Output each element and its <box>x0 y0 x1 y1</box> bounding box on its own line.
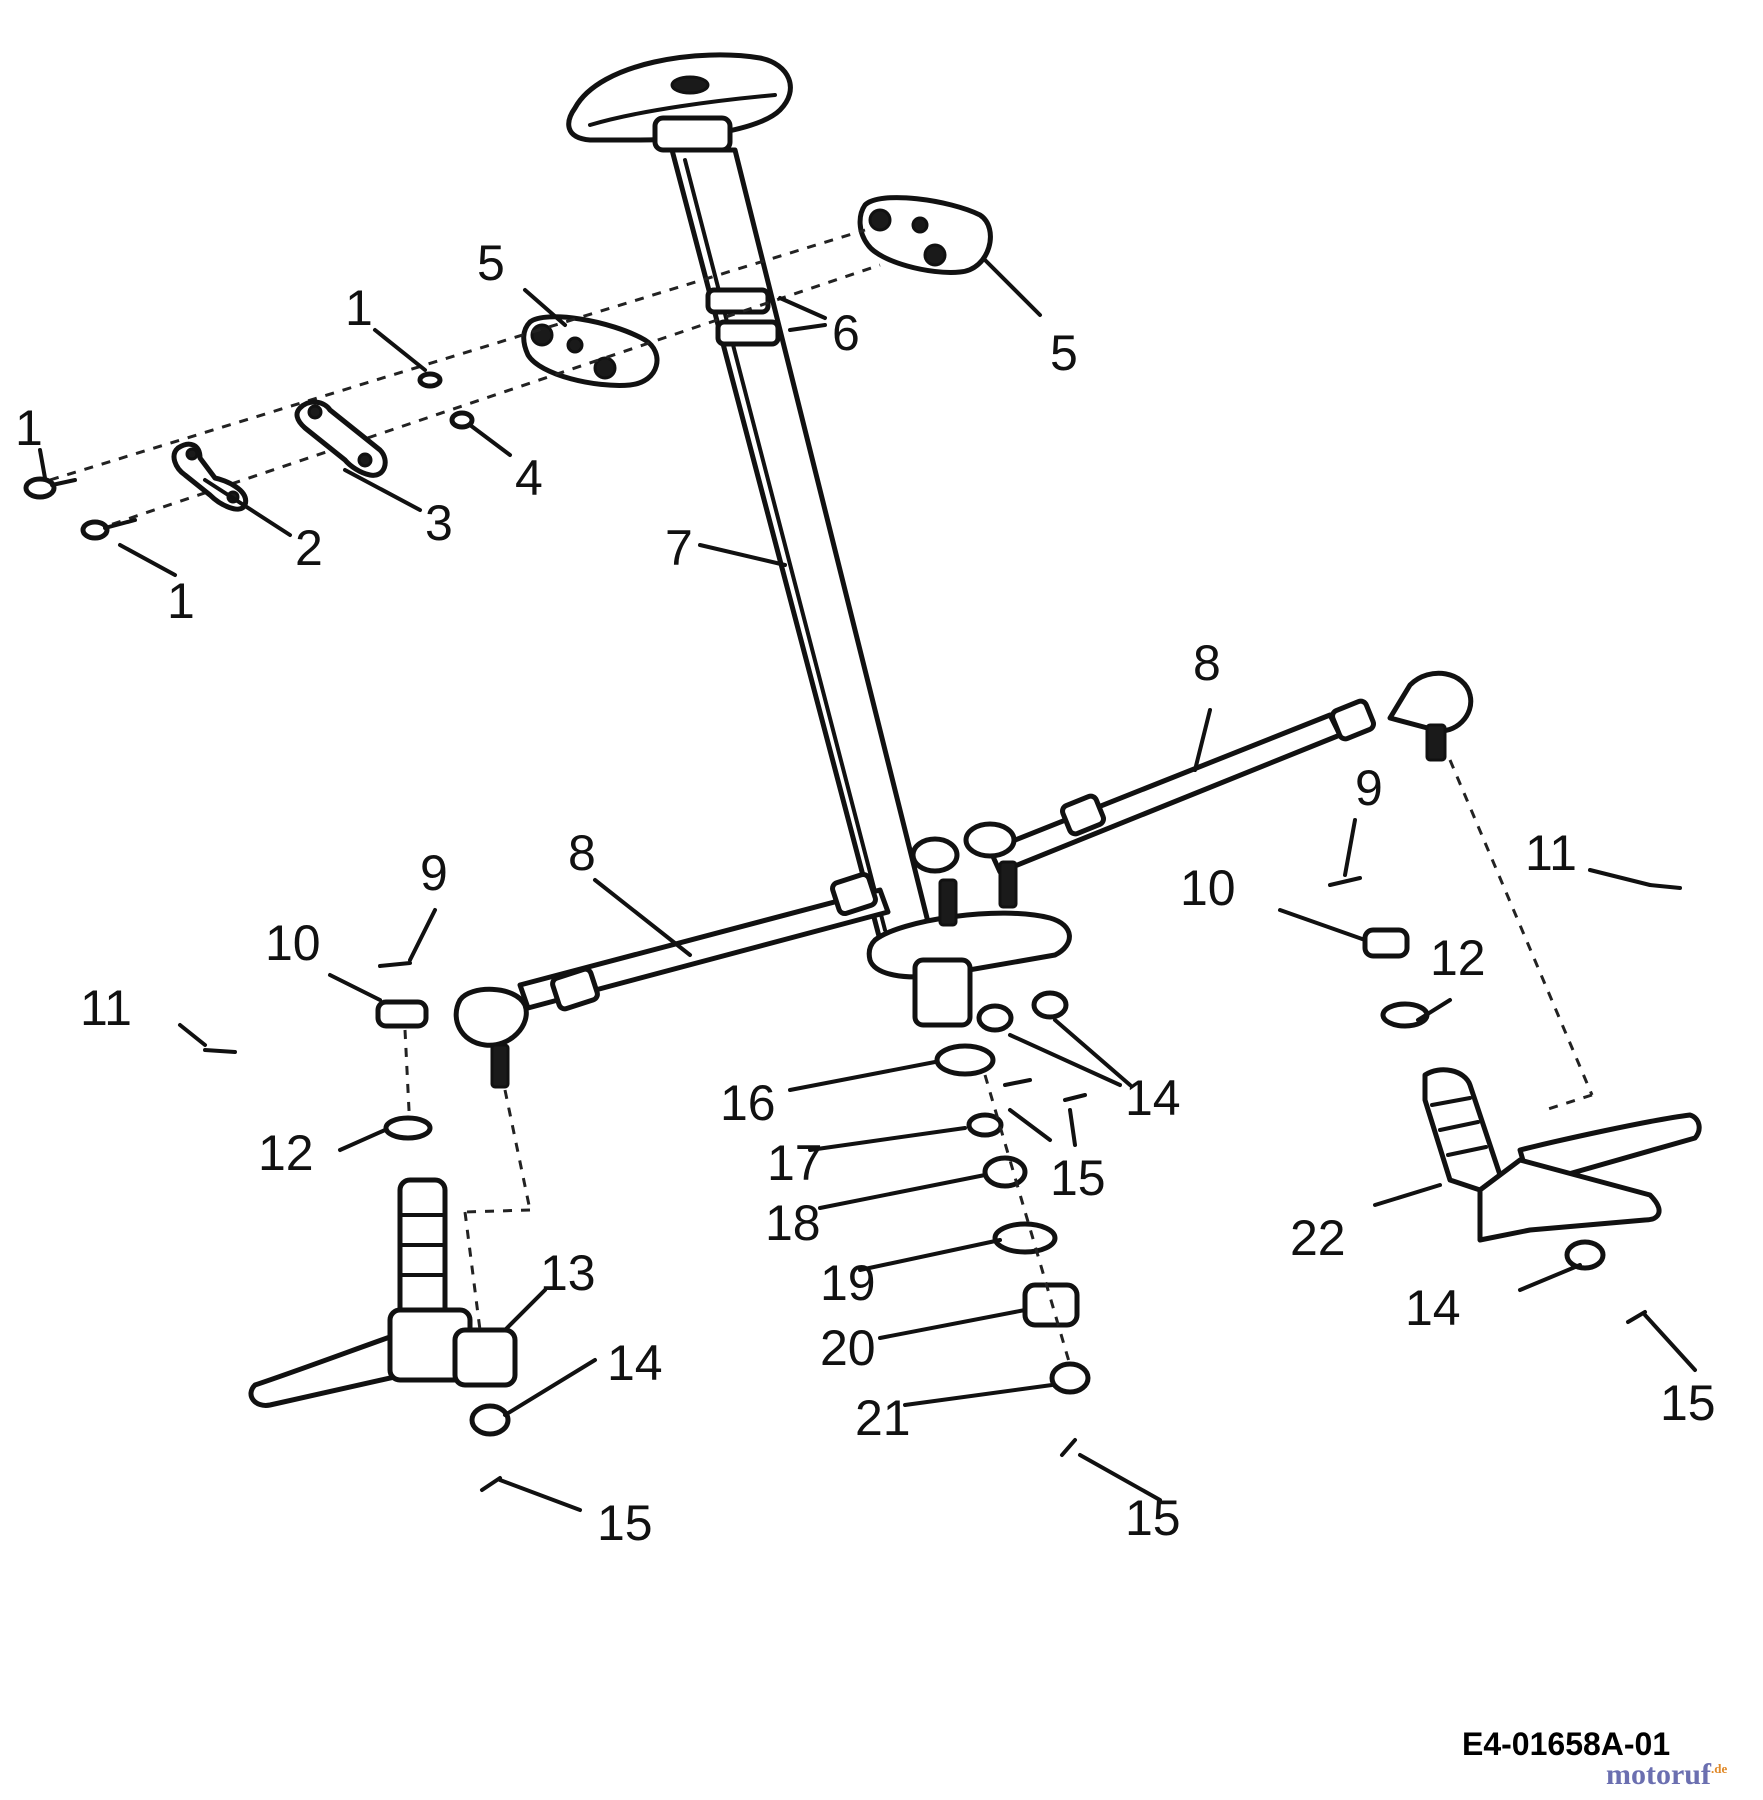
callout-8: 8 <box>1193 635 1221 691</box>
callout-12: 12 <box>1430 930 1486 986</box>
bearing-bracket-left <box>521 314 660 388</box>
callout-7: 7 <box>665 520 693 576</box>
bolt-1-top <box>417 371 443 389</box>
callout-2: 2 <box>295 520 323 576</box>
callout-21: 21 <box>855 1390 911 1446</box>
callout-14: 14 <box>607 1335 663 1391</box>
callout-10: 10 <box>1180 860 1236 916</box>
callout-8: 8 <box>568 825 596 881</box>
pitman-arm <box>866 821 1072 1028</box>
watermark-logo: motoruf.de <box>1606 1758 1727 1792</box>
center-stack <box>934 990 1091 1457</box>
callout-14: 14 <box>1405 1280 1461 1336</box>
callout-18: 18 <box>765 1195 821 1251</box>
callout-20: 20 <box>820 1320 876 1376</box>
callout-6: 6 <box>832 305 860 361</box>
steering-wheel <box>566 52 793 153</box>
callout-numbers: 1 1 1 2 3 4 5 5 6 7 8 8 9 9 10 10 11 11 … <box>15 235 1716 1551</box>
callout-9: 9 <box>420 845 448 901</box>
bolt-1-lower <box>80 518 137 541</box>
callout-15: 15 <box>597 1495 653 1551</box>
callout-1: 1 <box>15 400 43 456</box>
tie-rod-right <box>987 670 1474 875</box>
callout-10: 10 <box>265 915 321 971</box>
callout-13: 13 <box>540 1245 596 1301</box>
callout-15: 15 <box>1125 1490 1181 1546</box>
column-bushings <box>705 287 781 347</box>
link-plate-3 <box>294 399 388 478</box>
callout-15: 15 <box>1660 1375 1716 1431</box>
callout-16: 16 <box>720 1075 776 1131</box>
callout-5: 5 <box>1050 325 1078 381</box>
callout-17: 17 <box>767 1135 823 1191</box>
callout-3: 3 <box>425 495 453 551</box>
tie-rod-left <box>453 871 891 1089</box>
callout-5: 5 <box>477 235 505 291</box>
spindle-right <box>1422 759 1702 1324</box>
drawing-id-label: E4-01658A-01 <box>1462 1726 1671 1762</box>
left-small-parts <box>203 961 433 1141</box>
spindle-left <box>248 1029 532 1492</box>
callout-14: 14 <box>1125 1070 1181 1126</box>
callout-22: 22 <box>1290 1210 1346 1266</box>
callout-19: 19 <box>820 1255 876 1311</box>
callout-15: 15 <box>1050 1150 1106 1206</box>
steering-column <box>669 147 933 943</box>
watermark-tld: .de <box>1710 1761 1728 1776</box>
leader-lines <box>38 258 1697 1512</box>
callout-1: 1 <box>345 280 373 336</box>
callout-11: 11 <box>80 980 132 1036</box>
nut-4 <box>449 410 475 430</box>
callout-12: 12 <box>258 1125 314 1181</box>
callout-1: 1 <box>167 573 195 629</box>
bolt-1-upper <box>23 476 77 500</box>
bearing-bracket-right <box>857 195 993 275</box>
callout-9: 9 <box>1355 760 1383 816</box>
right-small-parts <box>1328 876 1682 1029</box>
watermark-brand: motoruf <box>1606 1758 1711 1791</box>
callout-4: 4 <box>515 450 543 506</box>
callout-11: 11 <box>1525 825 1577 881</box>
